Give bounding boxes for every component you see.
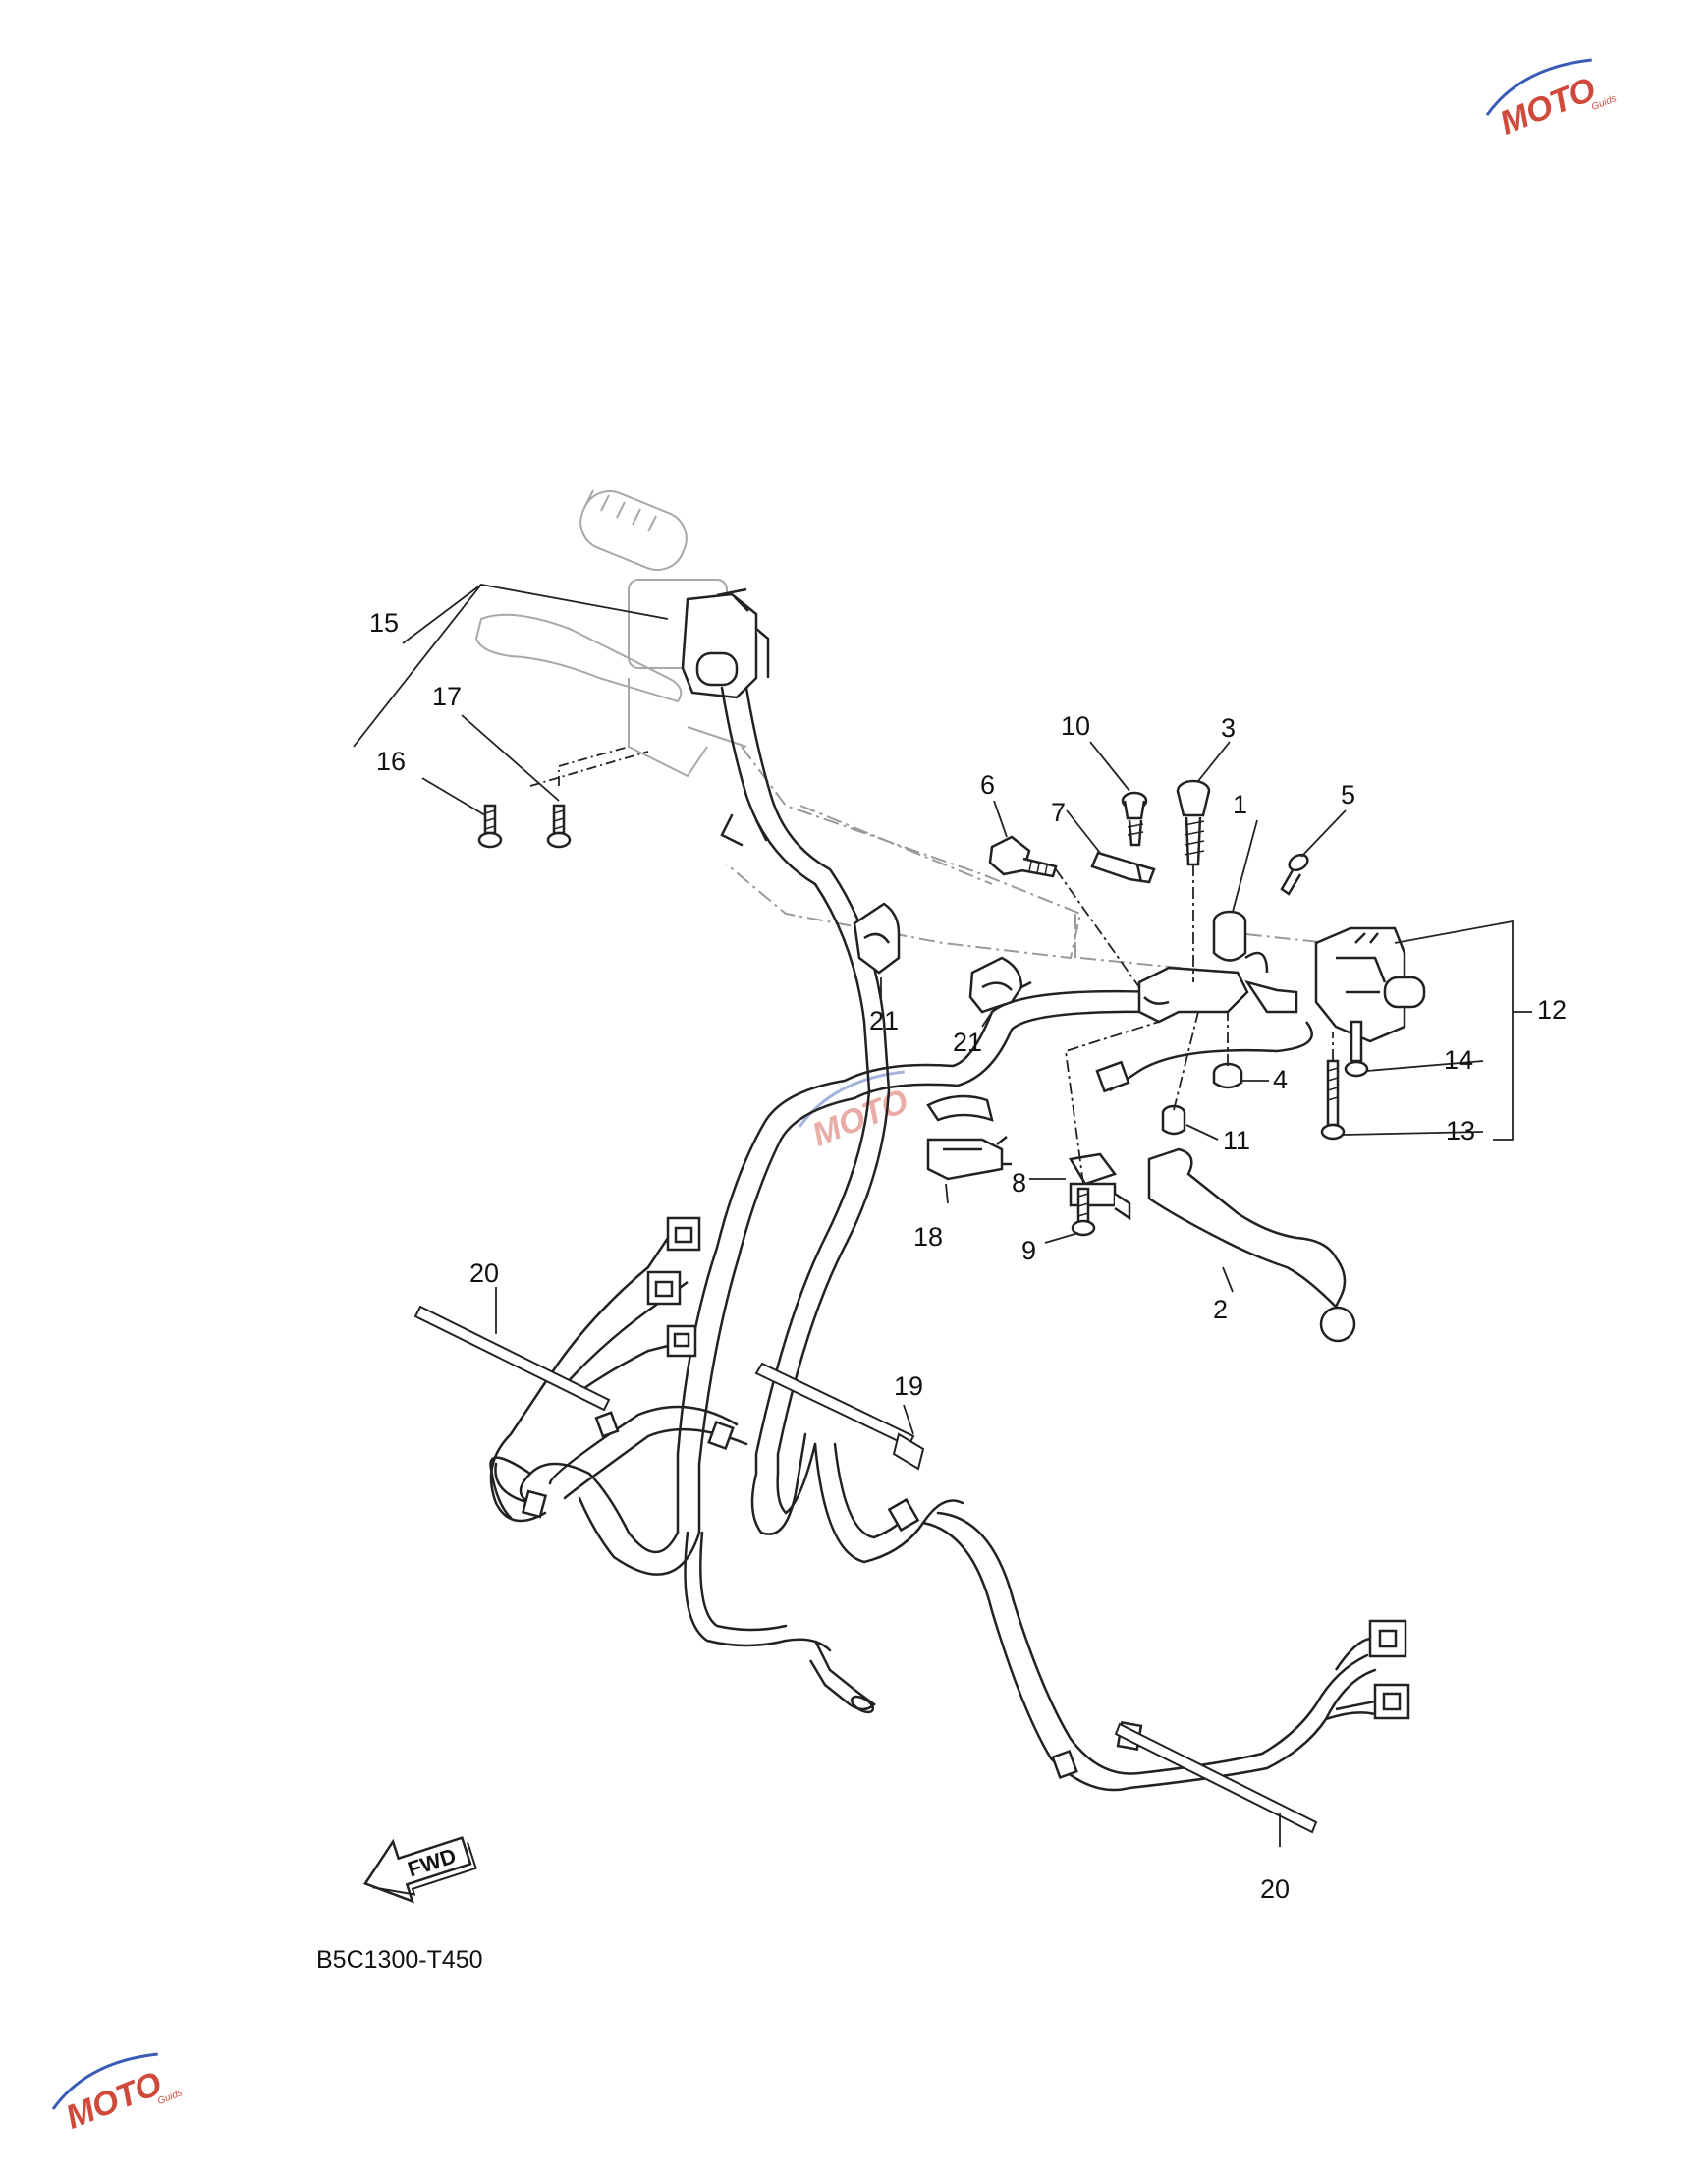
cable-tie-20-right	[1114, 1722, 1318, 1834]
callout-14: 14	[1444, 1045, 1473, 1075]
callout-7: 7	[1051, 798, 1066, 827]
callout-11: 11	[1223, 1126, 1250, 1155]
callout-10: 10	[1061, 711, 1090, 741]
cable-tie-20-left	[413, 1305, 611, 1412]
cable-tie-straps	[413, 1305, 1318, 1834]
clutch-lever	[1147, 1147, 1356, 1343]
callout-18: 18	[913, 1222, 943, 1252]
callout-21-right: 21	[953, 1028, 982, 1057]
callout-6: 6	[980, 770, 995, 800]
lever-holder	[1137, 910, 1298, 1024]
harness-clamps	[521, 1411, 1143, 1780]
clamp-21-left	[853, 902, 901, 975]
callout-19: 19	[894, 1371, 923, 1401]
bracket-7	[1090, 851, 1156, 884]
callout-13: 13	[1446, 1116, 1475, 1145]
small-screw-10	[1121, 791, 1148, 847]
collar-11	[1161, 1104, 1186, 1136]
watermark-brand: MOTO	[1495, 71, 1601, 142]
screw-17	[546, 804, 572, 849]
watermark-logo-bottom: MOTO Guids	[51, 2052, 184, 2137]
left-handlebar-switch	[681, 587, 770, 699]
callout-1: 1	[1233, 790, 1247, 819]
callout-8: 8	[1012, 1168, 1026, 1198]
clamp-18	[926, 1094, 1012, 1181]
callout-17: 17	[432, 682, 462, 711]
callout-4: 4	[1273, 1065, 1288, 1094]
right-handlebar-switch	[1314, 926, 1426, 1043]
watermark-brand: MOTO	[61, 2065, 167, 2137]
callout-20-right: 20	[1260, 1874, 1290, 1904]
handlebar-outline	[726, 746, 1376, 974]
callout-5: 5	[1341, 780, 1355, 809]
left-connector-cluster	[548, 1216, 1410, 1720]
callout-2: 2	[1213, 1295, 1228, 1324]
fwd-arrow: FWD	[363, 1836, 477, 1904]
bolt-6	[988, 835, 1058, 878]
watermark-logo-top: MOTO Guids	[1485, 58, 1618, 142]
callout-21-left: 21	[869, 1006, 899, 1035]
callout-20-left: 20	[469, 1258, 499, 1288]
callout-3: 3	[1221, 713, 1236, 743]
screw-16	[477, 804, 503, 849]
leader-lines	[353, 584, 1532, 1847]
callout-15: 15	[369, 608, 399, 638]
callout-16: 16	[376, 747, 406, 776]
clamp-21-right	[968, 956, 1032, 1014]
callout-9: 9	[1021, 1236, 1036, 1265]
callout-12: 12	[1537, 995, 1567, 1025]
screw-5	[1280, 853, 1309, 896]
diagram-reference: B5C1300-T450	[316, 1946, 483, 1974]
screw-13	[1320, 1059, 1346, 1141]
pivot-bolt	[1176, 779, 1211, 866]
screw-9	[1071, 1187, 1096, 1237]
callout-labels: 1 2 3 4 5 6 7 8 9 10 11 12 13 14 15 16 1…	[369, 608, 1567, 1904]
nut-4	[1212, 1062, 1243, 1089]
screw-14	[1344, 1020, 1369, 1078]
ground-ring-terminal	[808, 1640, 876, 1714]
cable-tie-19	[754, 1362, 915, 1448]
